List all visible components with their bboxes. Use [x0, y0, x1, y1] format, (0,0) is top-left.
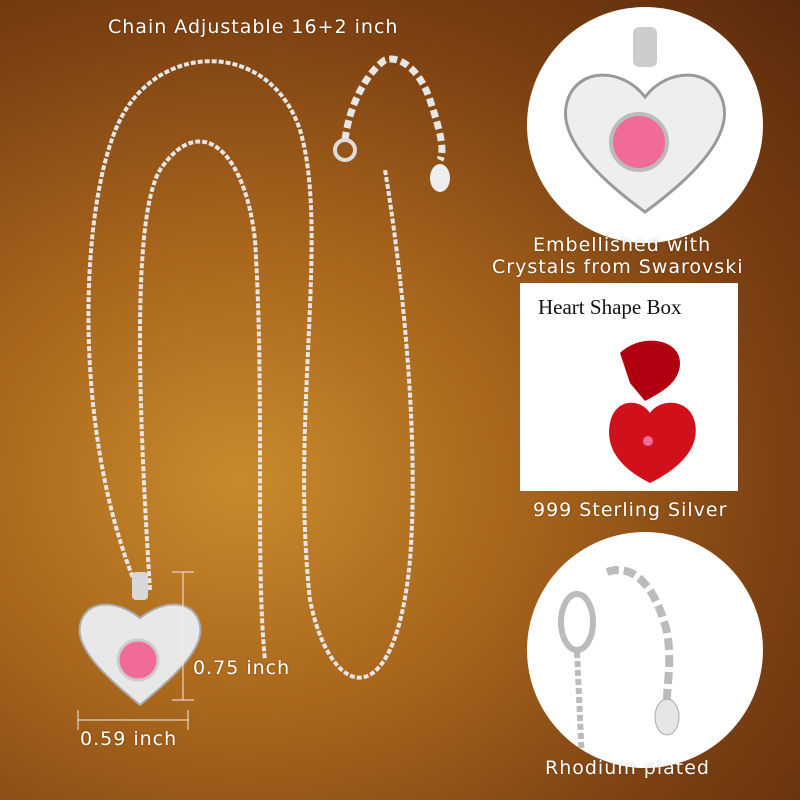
pendant-closeup-image — [527, 7, 763, 243]
crystal-label-line1: Embellished with — [533, 234, 712, 256]
height-dimension-label: 0.75 inch — [193, 657, 291, 679]
chain-length-label: Chain Adjustable 16+2 inch — [108, 16, 399, 38]
clasp-closeup-image — [527, 532, 763, 768]
crystal-label-line2: Crystals from Swarovski — [492, 256, 744, 278]
red-heart-box-icon — [609, 340, 696, 483]
gift-box-title: Heart Shape Box — [538, 295, 682, 319]
plating-label: Rhodium plated — [545, 757, 710, 779]
material-label: 999 Sterling Silver — [533, 499, 728, 521]
pendant — [78, 572, 202, 707]
gift-box-panel: Heart Shape Box — [520, 283, 738, 491]
width-dimension-label: 0.59 inch — [80, 728, 178, 750]
